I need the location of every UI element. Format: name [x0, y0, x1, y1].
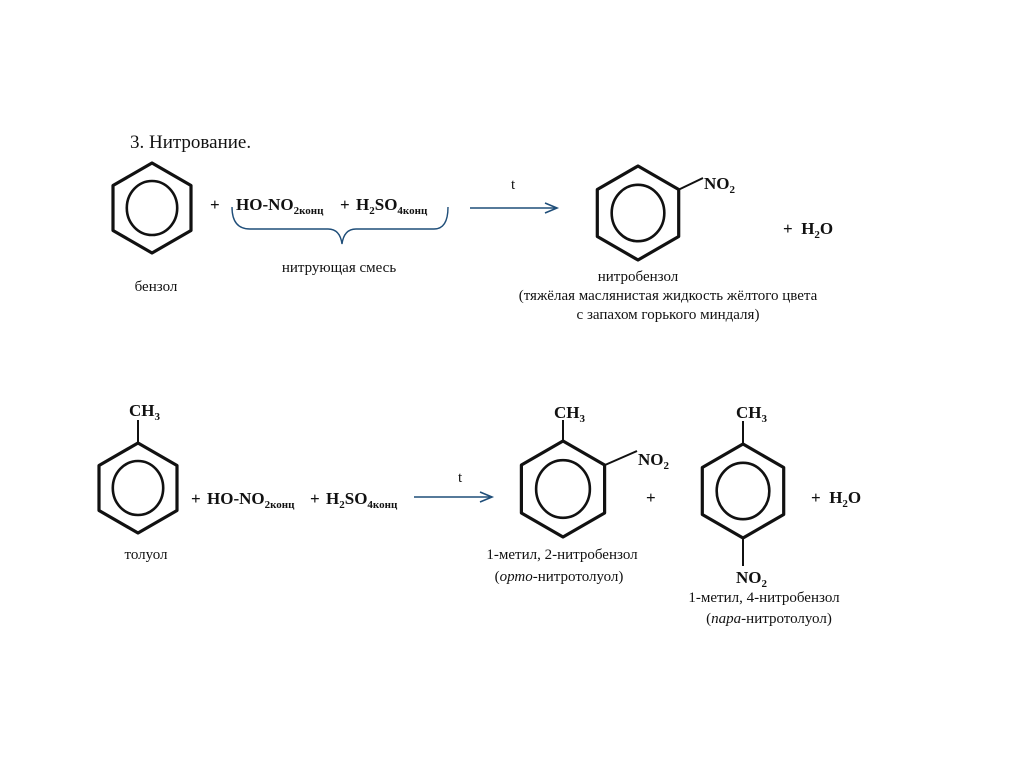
- nitric-acid-formula: HO-NO2конц: [207, 489, 295, 511]
- ortho-nitro-label: NO2: [638, 450, 669, 472]
- nitrobenzene-description-line2: с запахом горького миндаля): [576, 307, 760, 323]
- temperature-condition: t: [511, 177, 516, 193]
- para-product-label: 1-метил, 4-нитробензол: [688, 590, 840, 606]
- ortho-nitrotoluene-ring: [519, 439, 607, 539]
- toluene-label: толуол: [124, 547, 168, 563]
- plus-sign: +: [646, 488, 656, 507]
- nitro-group-label: NO2: [704, 174, 735, 196]
- ortho-methyl-label: CH3: [554, 403, 585, 425]
- para-methyl-label: CH3: [736, 403, 767, 425]
- plus-sign: +: [340, 195, 350, 214]
- para-nitrotoluene-ring: [700, 442, 786, 540]
- reaction-arrow-2-head: [479, 491, 495, 503]
- para-nitrotoluene-aromatic-circle: [715, 461, 771, 521]
- benzene-label: бензол: [134, 279, 178, 295]
- nitrobenzene-aromatic-circle: [610, 183, 666, 243]
- temperature-condition: t: [458, 470, 463, 486]
- ortho-product-trivial-name: (орто-нитротолуол): [494, 569, 624, 585]
- nitrobenzene-description-line1: (тяжёлая маслянистая жидкость жёлтого цв…: [518, 288, 818, 304]
- toluene-ring: [97, 441, 179, 535]
- plus-sign: +: [310, 489, 320, 508]
- nitro-bond: [677, 177, 704, 191]
- reaction-arrow-1-head: [544, 202, 560, 214]
- para-nitro-label: NO2: [736, 568, 767, 590]
- nitrating-mixture-brace: [231, 206, 449, 245]
- para-product-trivial-name: (пара-нитротолуол): [706, 611, 832, 627]
- sulfuric-acid-formula: H2SO4конц: [356, 195, 428, 217]
- plus-sign: +: [191, 489, 201, 508]
- water-byproduct: + H2O: [783, 219, 834, 241]
- ortho-nitro-bond: [604, 450, 638, 466]
- nitrating-mixture-label: нитрующая смесь: [281, 260, 397, 276]
- sulfuric-acid-formula: H2SO4конц: [326, 489, 398, 511]
- benzene-aromatic-circle: [125, 179, 179, 237]
- ortho-product-label: 1-метил, 2-нитробензол: [486, 547, 638, 563]
- benzene-ring: [111, 161, 193, 255]
- plus-sign: +: [210, 195, 220, 214]
- water-byproduct: + H2O: [811, 488, 862, 510]
- toluene-methyl-label: CH3: [129, 401, 160, 423]
- ortho-nitrotoluene-aromatic-circle: [534, 458, 592, 520]
- nitrobenzene-ring: [595, 164, 681, 262]
- section-title: 3. Нитрование.: [130, 132, 252, 153]
- nitrobenzene-label: нитробензол: [597, 269, 679, 285]
- nitric-acid-formula: HO-NO2конц: [236, 195, 324, 217]
- toluene-aromatic-circle: [111, 459, 165, 517]
